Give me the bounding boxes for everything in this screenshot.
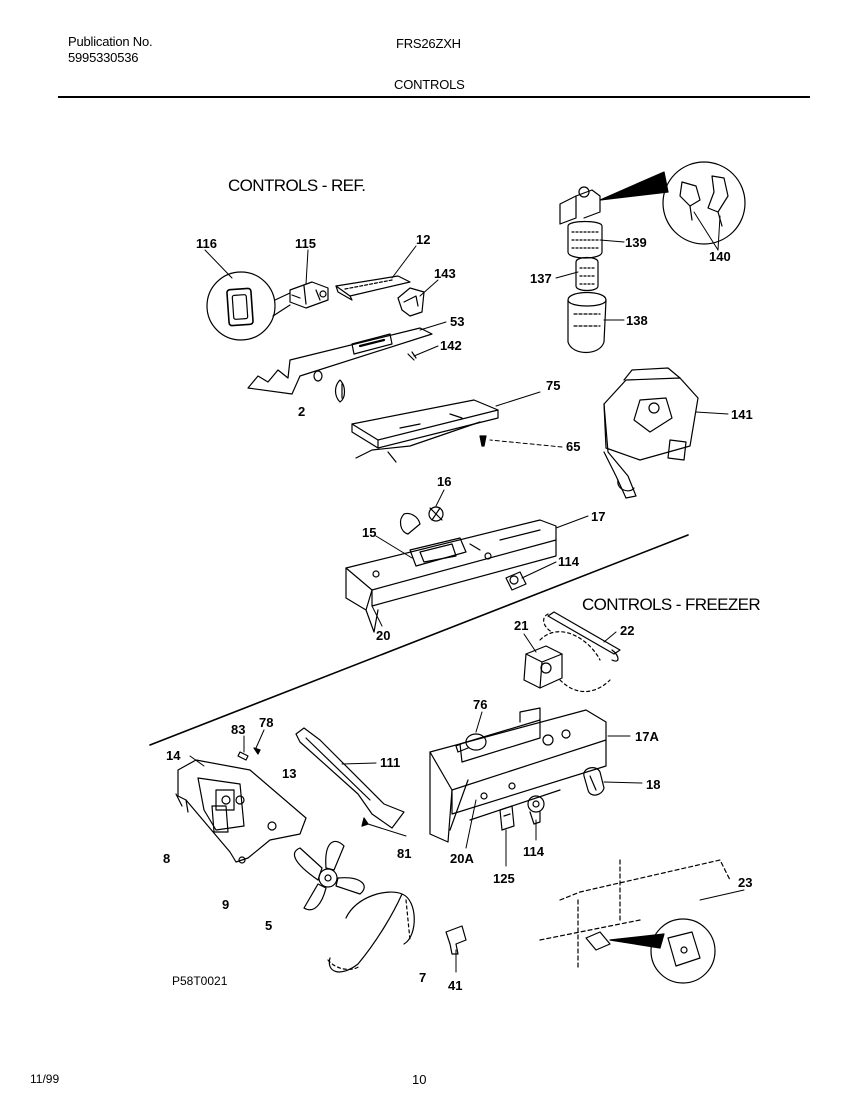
part-65-screw [479, 435, 487, 447]
part-114-knob-freezer [527, 795, 545, 825]
part-7-fan-shroud [327, 891, 415, 973]
label-17: 17 [591, 509, 605, 524]
label-9: 9 [222, 897, 229, 912]
label-125: 125 [493, 871, 515, 886]
part-114-knob-ref [505, 571, 527, 591]
label-5: 5 [265, 918, 272, 933]
publication-label: Publication No. [68, 34, 153, 49]
part-115-switch [289, 281, 329, 309]
label-115: 115 [295, 236, 316, 251]
part-125-switch [499, 805, 515, 831]
label-81: 81 [397, 846, 411, 861]
label-143: 143 [434, 266, 456, 281]
label-142: 142 [440, 338, 462, 353]
label-7: 7 [419, 970, 426, 985]
label-137: 137 [530, 271, 552, 286]
label-16: 16 [437, 474, 451, 489]
part-2-control-panel [247, 327, 433, 403]
diagram-code: P58T0021 [172, 974, 228, 988]
label-18: 18 [646, 777, 660, 792]
label-41: 41 [448, 978, 462, 993]
part-137-filter-element [575, 256, 599, 292]
part-41-clip [445, 925, 467, 955]
part-138-filter-housing [567, 291, 607, 354]
section-title: CONTROLS [394, 77, 465, 92]
part-76-lamp [455, 733, 487, 753]
label-139: 139 [625, 235, 647, 250]
part-143-clip [397, 287, 425, 317]
label-114-freezer: 114 [523, 844, 545, 859]
label-21: 21 [514, 618, 528, 633]
part-22-sensor-tube [543, 611, 621, 662]
label-20: 20 [376, 628, 390, 643]
label-83: 83 [231, 722, 245, 737]
section-freezer-title: CONTROLS - FREEZER [582, 595, 760, 614]
label-65: 65 [566, 439, 580, 454]
label-75: 75 [546, 378, 560, 393]
part-83-screw [237, 751, 249, 761]
label-76: 76 [473, 697, 487, 712]
label-23: 23 [738, 875, 752, 890]
section-divider [149, 534, 689, 746]
label-116: 116 [196, 236, 217, 251]
label-78: 78 [259, 715, 273, 730]
part-12-light-housing [335, 275, 411, 301]
model-number: FRS26ZXH [396, 36, 461, 51]
part-111-light-bar [295, 727, 405, 829]
part-14-fan-bracket [175, 759, 307, 864]
label-53: 53 [450, 314, 464, 329]
part-116-bezel-circle [206, 271, 291, 341]
part-17a-freezer-housing [429, 707, 607, 843]
part-23-evaporator-sensor [539, 859, 731, 984]
part-139-filter-head [559, 186, 603, 259]
part-5-fan-blade [293, 840, 365, 911]
label-138: 138 [626, 313, 648, 328]
label-20a: 20A [450, 851, 474, 866]
leader-lines [189, 211, 745, 973]
page-number: 10 [412, 1072, 427, 1087]
label-17a: 17A [635, 729, 659, 744]
publication-number: 5995330536 [68, 50, 139, 65]
label-13: 13 [282, 766, 296, 781]
part-17-housing [345, 519, 557, 633]
part-140-fittings-circle [599, 161, 746, 245]
section-ref-title: CONTROLS - REF. [228, 176, 365, 195]
footer-date: 11/99 [30, 1072, 60, 1086]
label-15: 15 [362, 525, 376, 540]
label-22: 22 [620, 623, 634, 638]
part-142-screw [407, 351, 417, 361]
label-140: 140 [709, 249, 731, 264]
part-16-socket [399, 506, 444, 535]
header-rule [58, 96, 810, 98]
label-114-ref: 114 [558, 554, 580, 569]
label-14: 14 [166, 748, 181, 763]
part-141-water-valve [603, 367, 699, 499]
label-141: 141 [731, 407, 753, 422]
label-111: 111 [380, 755, 400, 770]
label-12: 12 [416, 232, 430, 247]
part-21-thermostat [523, 631, 611, 693]
label-8: 8 [163, 851, 170, 866]
part-18-knob [583, 767, 605, 796]
label-2: 2 [298, 404, 305, 419]
part-75-bracket [351, 399, 499, 463]
part-78-screw [253, 747, 261, 755]
